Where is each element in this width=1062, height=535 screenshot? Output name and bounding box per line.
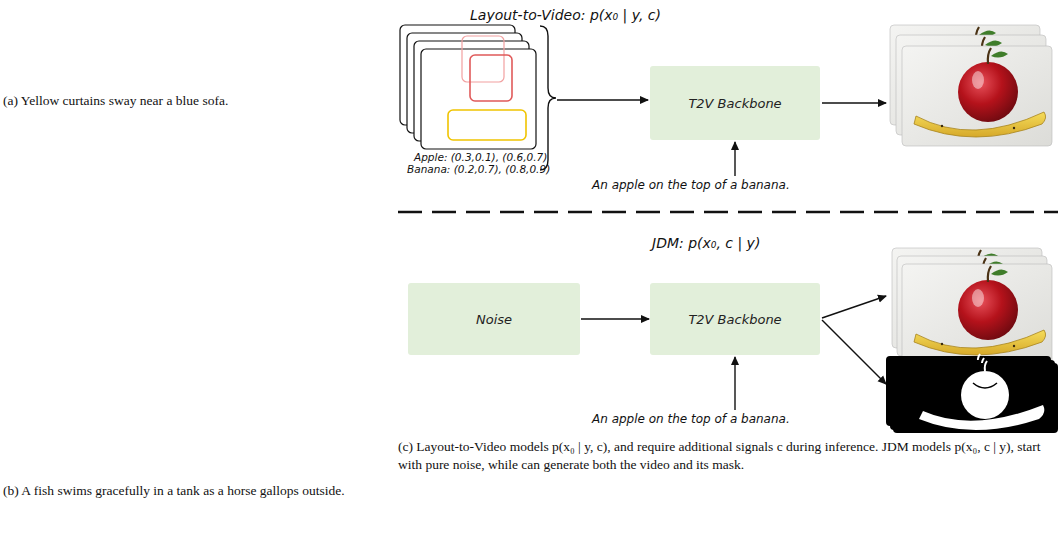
annotation: Banana: (0.2,0.7), (0.8,0.9)	[407, 163, 550, 177]
separator	[398, 211, 1058, 214]
box-label: Noise	[476, 312, 512, 327]
annotation: JDM: p(x₀, c | y)	[652, 234, 760, 252]
annotation: Layout-to-Video: p(x₀ | y, c)	[470, 6, 661, 24]
video-frames	[890, 25, 1052, 146]
arrow	[734, 357, 735, 410]
caption-text: (c) Layout-to-Video models p(x₀ | y, c),…	[398, 438, 1058, 473]
box-label: T2V Backbone	[688, 312, 781, 327]
process-box: T2V Backbone	[650, 66, 820, 140]
layout-frames	[400, 25, 536, 149]
brace	[540, 26, 556, 170]
arrow	[557, 99, 648, 100]
annotation: An apple on the top of a banana.	[592, 178, 790, 194]
process-box: T2V Backbone	[650, 283, 820, 355]
caption-text: (a) Yellow curtains sway near a blue sof…	[3, 92, 393, 110]
arrow	[734, 142, 735, 176]
annotation: An apple on the top of a banana.	[592, 412, 790, 428]
arrow	[581, 318, 649, 319]
arrow	[822, 320, 886, 384]
arrow	[822, 296, 886, 318]
mask-frames	[886, 354, 1058, 433]
caption-text: (b) A fish swims gracefully in a tank as…	[3, 482, 393, 500]
process-box: Noise	[408, 283, 580, 355]
annotation: Apple: (0.3,0.1), (0.6,0.7)	[414, 151, 547, 165]
arrow	[822, 102, 886, 103]
video-frames	[892, 248, 1052, 364]
box-label: T2V Backbone	[688, 96, 781, 111]
